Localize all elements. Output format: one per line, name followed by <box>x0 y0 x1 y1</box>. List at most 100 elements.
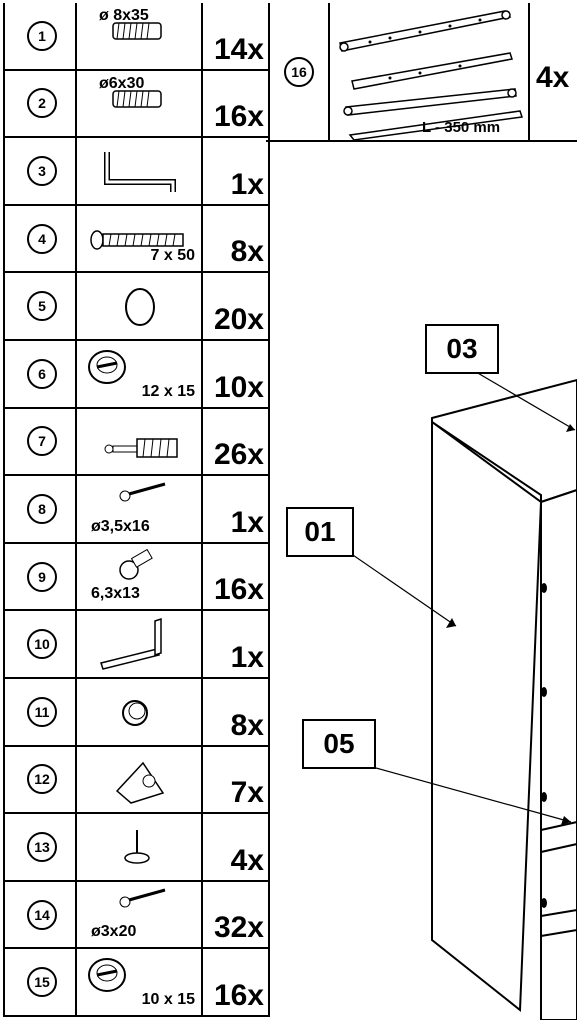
part-dimension-label: ø3,5x16 <box>91 517 150 535</box>
furniture-glide-icon <box>122 700 148 726</box>
part-number-badge: 6 <box>27 358 57 389</box>
part-number-badge: 12 <box>27 764 57 795</box>
part-quantity: 4x <box>230 843 264 877</box>
part-image-cell <box>77 273 203 339</box>
part-quantity: 4x <box>536 61 570 94</box>
part-number-badge: 13 <box>27 831 57 862</box>
part-image-cell: 7 x 50 <box>77 205 203 272</box>
part-quantity: 14x <box>213 32 264 66</box>
part-image-cell: ø 8x35 <box>77 3 203 69</box>
part-quantity-cell: 20x <box>203 273 268 339</box>
part-number-cell: 10 <box>5 611 77 677</box>
part-dimension-label: 6,3x13 <box>91 585 140 603</box>
confirmat-screw-icon <box>90 230 184 250</box>
part-number-cell: 1 <box>5 3 77 69</box>
corner-block-icon <box>115 761 165 804</box>
part-quantity-cell: 1x <box>203 138 268 204</box>
part-quantity: 16x <box>213 100 264 134</box>
part-quantity: 1x <box>230 167 264 201</box>
part-number-badge: 14 <box>27 899 57 930</box>
part-number-cell: 2 <box>5 70 77 137</box>
part-row: 8 ø3,5x16 1x <box>5 476 268 544</box>
part-quantity: 32x <box>213 911 264 945</box>
part-number-badge: 5 <box>27 291 57 322</box>
part-16-row: 16 L - 350 mm 4x <box>266 3 577 142</box>
part-quantity-cell: 4x <box>203 814 268 880</box>
part-row: 5 20x <box>5 273 268 341</box>
part-quantity: 20x <box>213 302 264 336</box>
part-quantity: 26x <box>213 438 264 472</box>
part-quantity: 16x <box>213 573 264 607</box>
part-dimension-label: ø3x20 <box>91 923 137 941</box>
part-image-cell: ø3,5x16 <box>77 476 203 542</box>
part-number-badge: 15 <box>27 967 57 998</box>
part-quantity: 16x <box>213 978 264 1012</box>
part-dimension-label: L - 350 mm <box>422 119 501 136</box>
callout-05: 05 <box>302 719 376 769</box>
callout-03: 03 <box>425 324 499 374</box>
cover-cap-icon <box>125 288 155 327</box>
part-row: 9 6,3x13 16x <box>5 543 268 612</box>
part-image-cell: 6,3x13 <box>77 543 203 610</box>
part-image-cell <box>77 611 203 677</box>
cam-lock-icon <box>88 350 126 384</box>
part-quantity-cell: 16x <box>203 949 268 1015</box>
part-quantity: 7x <box>230 776 264 810</box>
connector-bolt-icon <box>104 437 178 458</box>
part-quantity-cell: 8x <box>203 679 268 745</box>
part-number-badge: 1 <box>27 20 57 51</box>
part-quantity-cell: 8x <box>203 206 268 272</box>
part-quantity-cell: 16x <box>203 544 268 610</box>
part-quantity-cell: 16x <box>203 71 268 137</box>
part-image-cell: ø6x30 <box>77 70 203 137</box>
part-quantity: 1x <box>230 640 264 674</box>
part-row: 6 12 x 15 10x <box>5 341 268 409</box>
part-image-cell: 12 x 15 <box>77 341 203 407</box>
dowel-icon <box>112 89 162 108</box>
cabinet-illustration <box>333 371 577 1020</box>
part-row: 10 1x <box>5 611 268 679</box>
part-number-badge: 9 <box>27 561 57 592</box>
part-number-badge: 2 <box>27 88 57 119</box>
cam-lock-icon <box>88 958 126 993</box>
part-row: 3 1x <box>5 138 268 206</box>
part-quantity: 1x <box>230 505 264 539</box>
part-number-cell: 8 <box>5 476 77 542</box>
part-image-cell: L - 350 mm <box>330 3 530 141</box>
part-dimension-label: ø6x30 <box>99 74 145 92</box>
part-dimension-label: 12 x 15 <box>141 382 195 400</box>
part-dimension-label: ø 8x35 <box>99 7 149 24</box>
part-row: 1 ø 8x35 14x <box>5 3 268 71</box>
part-number-cell: 13 <box>5 814 77 880</box>
part-quantity-cell: 1x <box>203 476 268 542</box>
part-image-cell <box>77 814 203 880</box>
part-image-cell: ø3x20 <box>77 881 203 948</box>
part-row: 13 4x <box>5 814 268 882</box>
part-row: 11 8x <box>5 679 268 747</box>
part-number-cell: 11 <box>5 679 77 745</box>
part-row: 12 7x <box>5 746 268 815</box>
part-quantity: 8x <box>230 235 264 269</box>
part-number-badge: 16 <box>284 56 314 87</box>
part-quantity-cell: 7x <box>203 747 268 813</box>
part-dimension-label: 10 x 15 <box>141 990 195 1008</box>
part-quantity: 8x <box>230 708 264 742</box>
part-number-cell: 14 <box>5 881 77 948</box>
dowel-icon <box>112 22 162 40</box>
part-quantity-cell: 32x <box>203 882 268 948</box>
part-number-cell: 15 <box>5 949 77 1015</box>
allen-key-icon <box>104 152 176 193</box>
part-quantity: 10x <box>213 370 264 404</box>
part-image-cell <box>77 746 203 813</box>
part-quantity-cell: 14x <box>203 3 268 69</box>
part-image-cell <box>77 408 203 475</box>
wood-screw-icon <box>119 888 166 908</box>
part-quantity-cell: 10x <box>203 341 268 407</box>
part-number-cell: 5 <box>5 273 77 339</box>
part-number-badge: 3 <box>27 155 57 186</box>
nail-glide-icon <box>124 830 150 864</box>
callout-01: 01 <box>286 507 354 557</box>
part-number-cell: 16 <box>266 3 330 140</box>
